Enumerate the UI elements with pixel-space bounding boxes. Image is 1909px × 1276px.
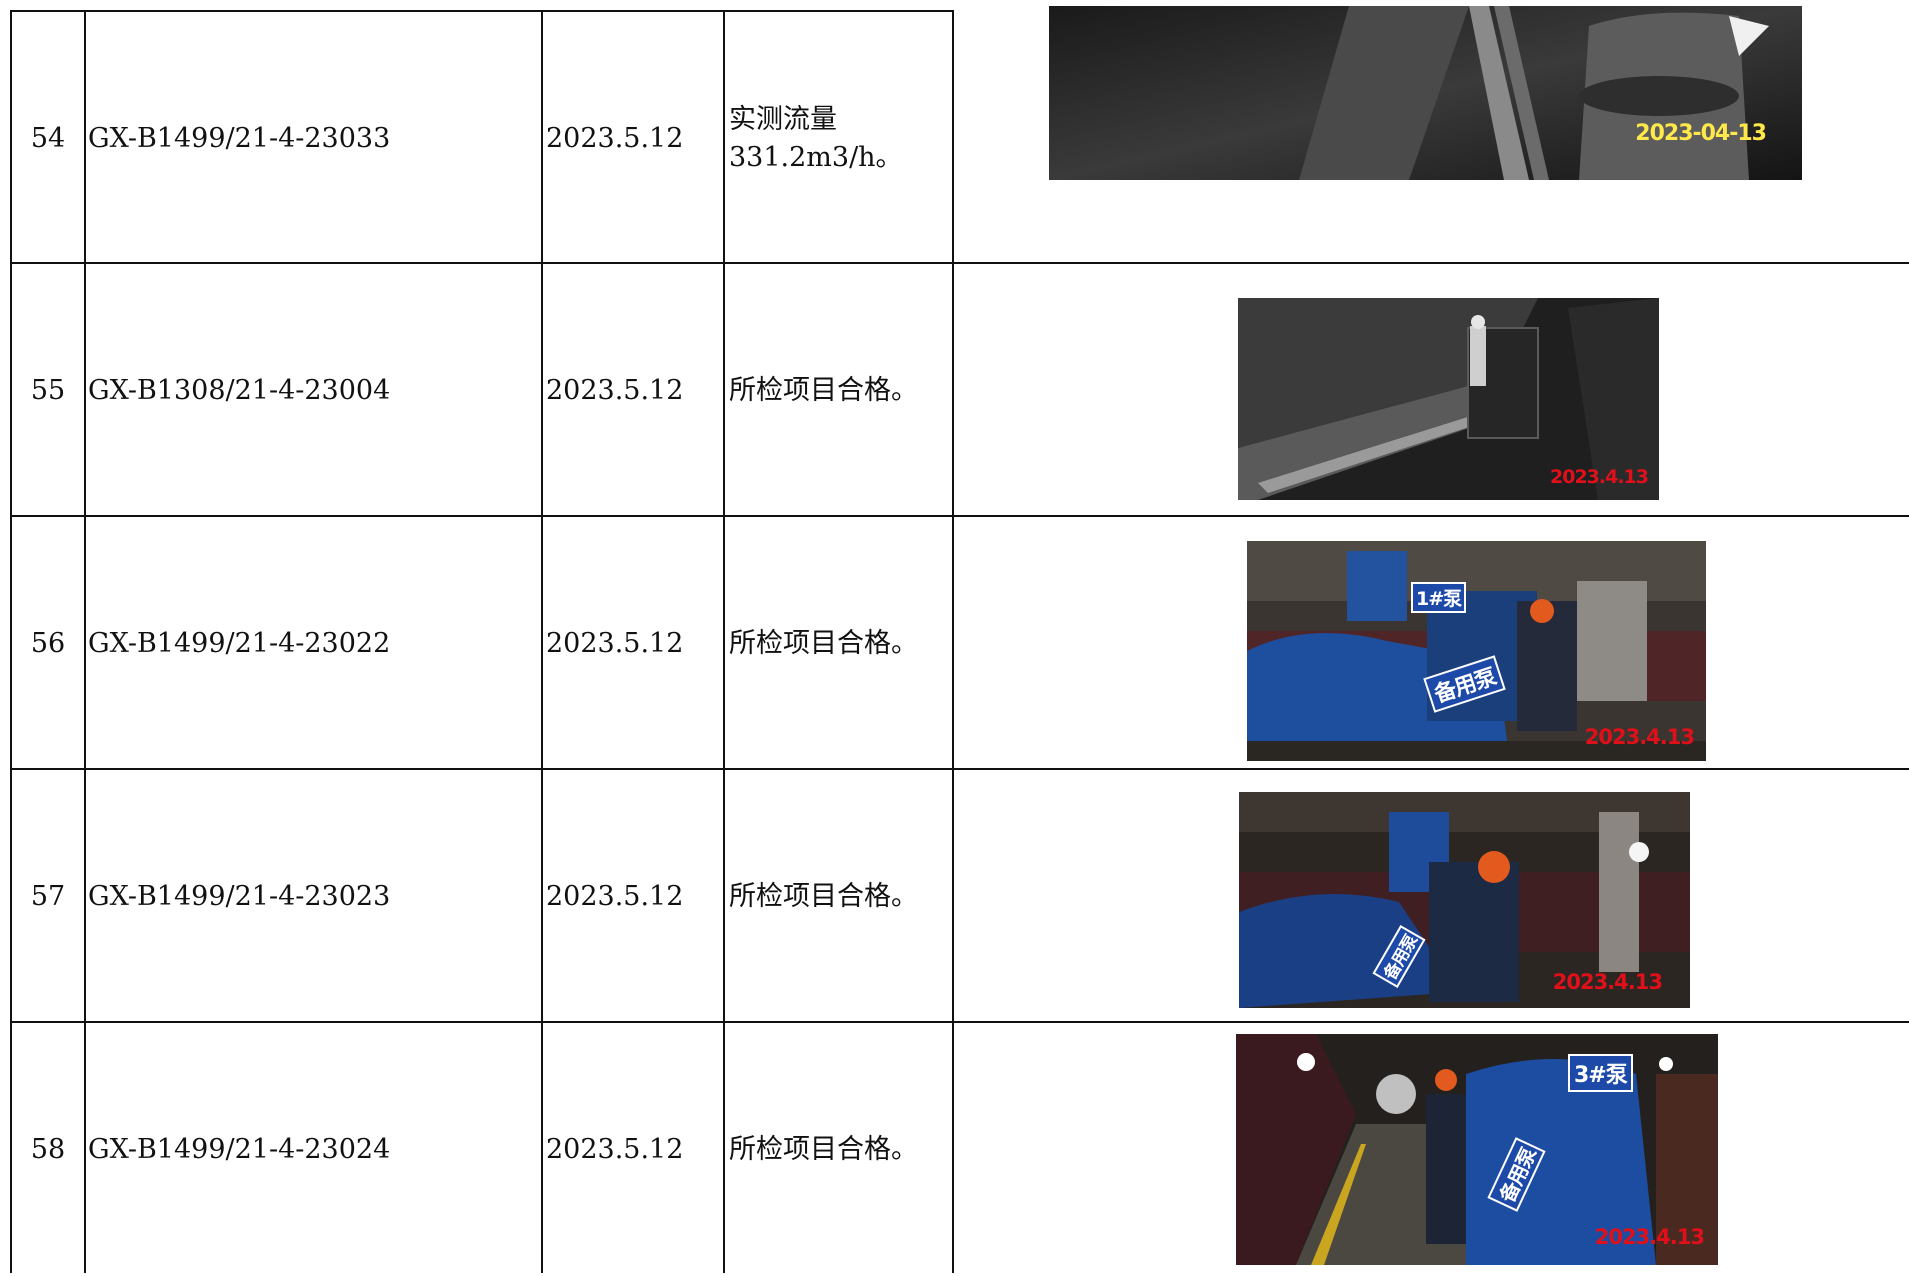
row-number: 55 (30, 374, 66, 406)
table-divider-no (84, 10, 86, 1273)
row-divider (10, 515, 1909, 517)
pump-sign: 1#泵 (1411, 582, 1467, 613)
photo-date-stamp: 2023-04-13 (1635, 121, 1767, 146)
device-code: GX-B1499/21-4-23024 (88, 1133, 391, 1165)
inspection-result: 所检项目合格。 (729, 627, 918, 659)
site-photo: 2023.4.13 (1238, 298, 1659, 500)
inspection-result: 所检项目合格。 (729, 374, 918, 406)
table-divider-code (541, 10, 543, 1273)
device-code: GX-B1499/21-4-23023 (88, 880, 391, 912)
inspection-date: 2023.5.12 (546, 627, 684, 659)
inspection-date: 2023.5.12 (546, 122, 684, 154)
inspection-date: 2023.5.12 (546, 374, 684, 406)
device-code: GX-B1499/21-4-23022 (88, 627, 391, 659)
site-photo: 3#泵 备用泵 2023.4.13 (1236, 1034, 1718, 1265)
inspection-result: 所检项目合格。 (729, 880, 918, 912)
table-row: 54 GX-B1499/21-4-23033 2023.5.12 实测流量 33… (0, 12, 1909, 265)
row-number: 54 (30, 122, 66, 154)
device-code: GX-B1499/21-4-23033 (88, 122, 391, 154)
table-row: 58 GX-B1499/21-4-23024 2023.5.12 所检项目合格。 (0, 1023, 1909, 1276)
table-border-top (10, 10, 954, 12)
photo-date-stamp: 2023.4.13 (1584, 725, 1695, 749)
row-divider (10, 262, 1909, 264)
site-photo: 1#泵 备用泵 2023.4.13 (1247, 541, 1706, 761)
pump-sign: 3#泵 (1568, 1054, 1633, 1092)
inspection-result: 实测流量 331.2m3/h。 (729, 103, 903, 173)
table-border-left (10, 10, 12, 1273)
photo-date-stamp: 2023.4.13 (1550, 466, 1649, 488)
photo-date-stamp: 2023.4.13 (1552, 970, 1663, 994)
site-photo: 备用泵 2023.4.13 (1239, 792, 1690, 1008)
row-number: 56 (30, 627, 66, 659)
row-divider (10, 1021, 1909, 1023)
table-divider-result (952, 10, 954, 1273)
table-row: 55 GX-B1308/21-4-23004 2023.5.12 所检项目合格。 (0, 264, 1909, 517)
row-number: 57 (30, 880, 66, 912)
inspection-result: 所检项目合格。 (729, 1133, 918, 1165)
table-row: 56 GX-B1499/21-4-23022 2023.5.12 所检项目合格。 (0, 517, 1909, 770)
table-row: 57 GX-B1499/21-4-23023 2023.5.12 所检项目合格。 (0, 770, 1909, 1023)
photo-date-stamp: 2023.4.13 (1594, 1225, 1705, 1249)
row-divider (10, 768, 1909, 770)
inspection-date: 2023.5.12 (546, 1133, 684, 1165)
table-divider-date (723, 10, 725, 1273)
inspection-date: 2023.5.12 (546, 880, 684, 912)
site-photo: 2023-04-13 (1049, 6, 1802, 180)
device-code: GX-B1308/21-4-23004 (88, 374, 391, 406)
row-number: 58 (30, 1133, 66, 1165)
